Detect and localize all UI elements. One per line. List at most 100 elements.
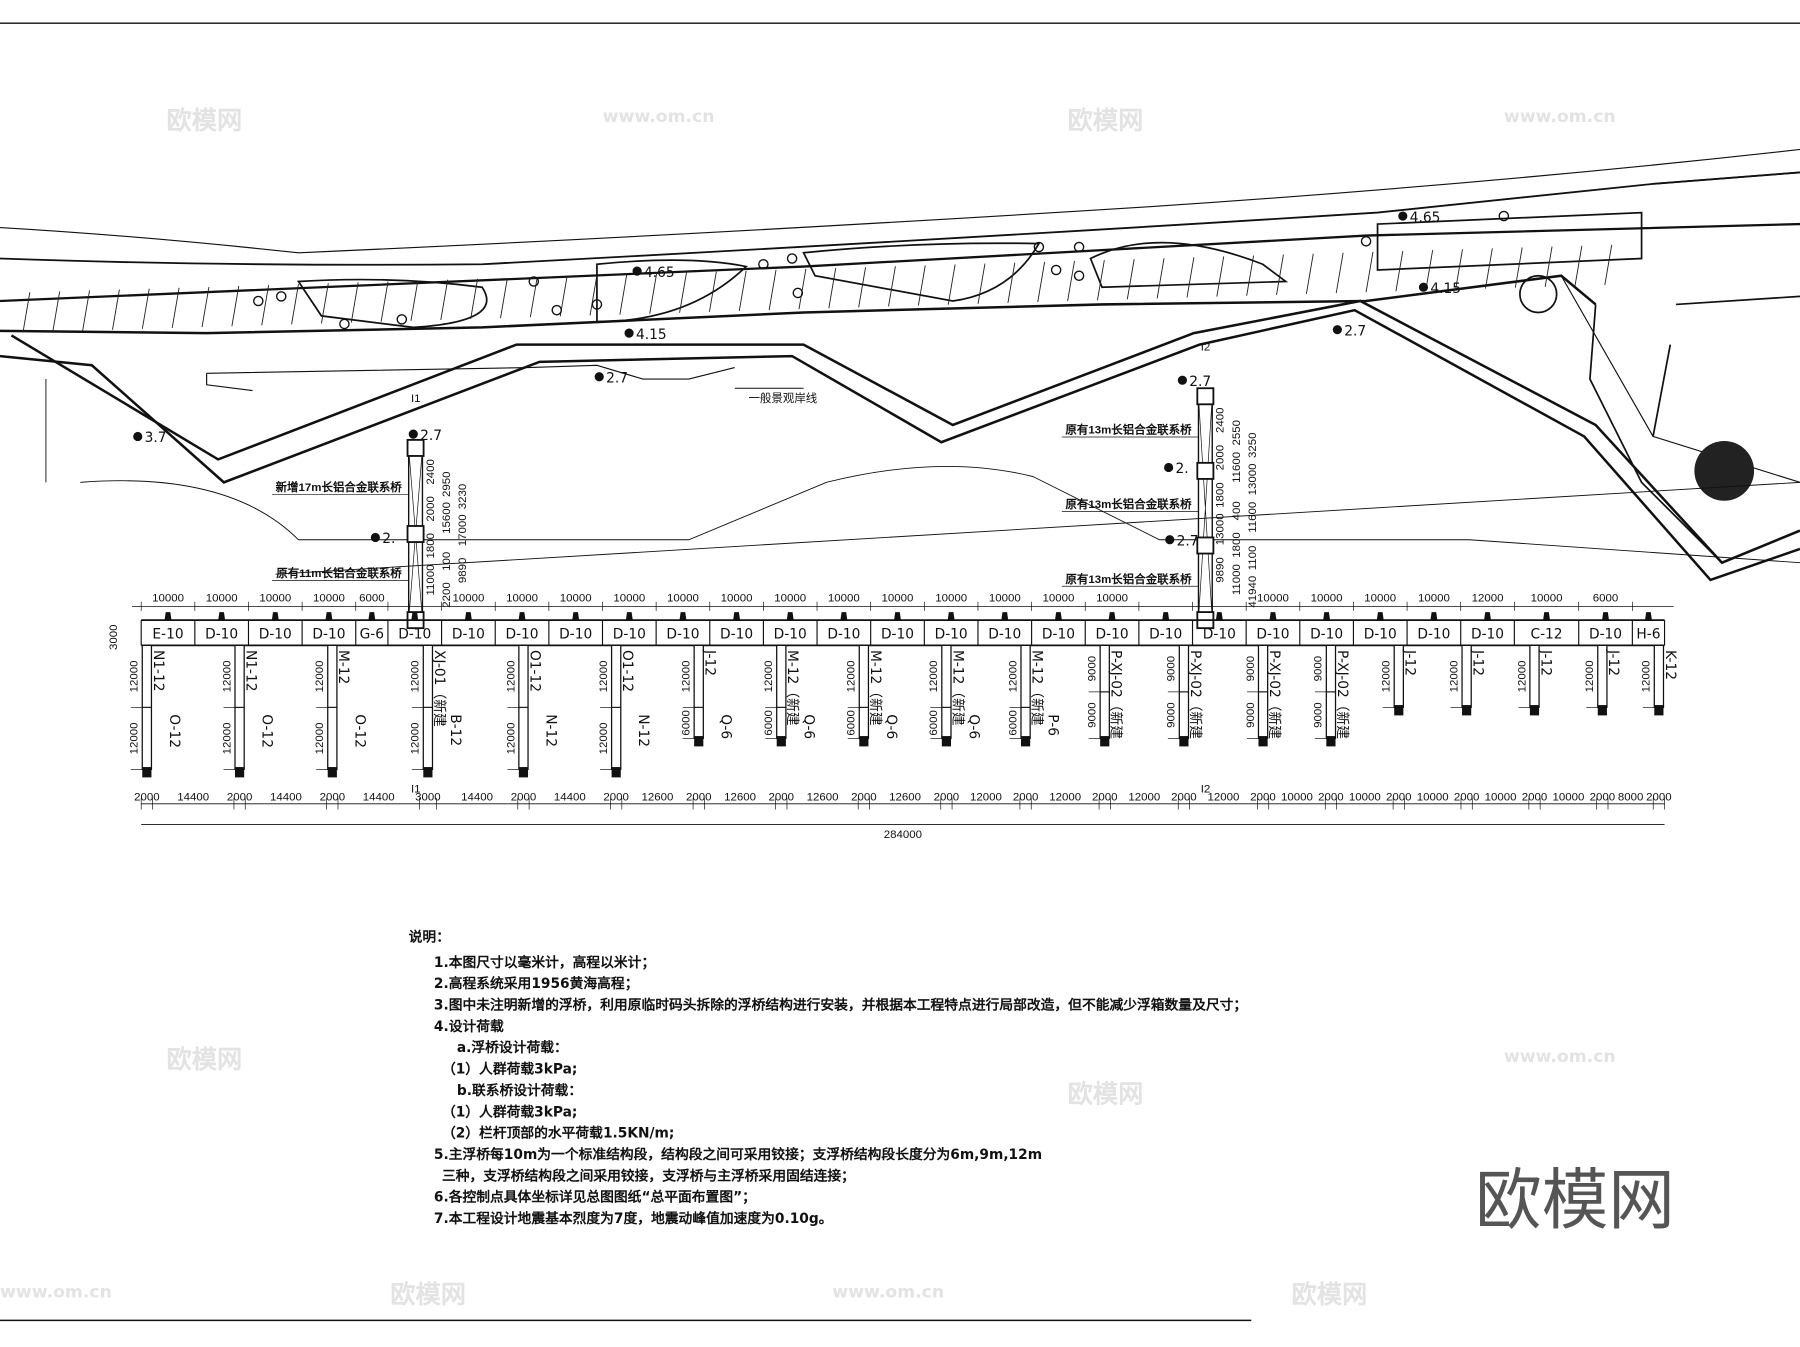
branch-end-cleat-icon: [142, 767, 152, 778]
cleat-icon: [1645, 612, 1652, 621]
bottom-dim: 3000: [415, 791, 441, 803]
hatch-line: [82, 290, 90, 331]
elevation-value: 2.7: [606, 370, 628, 386]
cleat-icon: [1323, 612, 1331, 621]
branch-dim: 12000: [221, 722, 233, 754]
pontoon-segment-label: D-10: [205, 626, 238, 642]
hatch-line: [1425, 250, 1434, 291]
elevation-marker-icon: [1165, 535, 1175, 545]
cleat-icon: [840, 612, 848, 621]
branch-upper-label: P-XJ-02（新建: [1266, 650, 1282, 739]
branch-dim: 12000: [598, 660, 610, 692]
branch-dim: 12000: [1516, 660, 1528, 692]
cleat-icon: [1484, 612, 1491, 621]
hatch-line: [589, 275, 598, 316]
branch-end-cleat-icon: [1462, 705, 1472, 716]
branch-dim: 12000: [129, 660, 141, 692]
bottom-dim: 2000: [1250, 791, 1276, 803]
branch-end-cleat-icon: [234, 767, 245, 778]
hatch-line: [708, 271, 717, 312]
connector-dim: 2400: [1215, 407, 1227, 433]
branch-end-cleat-icon: [1654, 705, 1664, 716]
cleat-icon: [1430, 612, 1438, 621]
branch-upper-label: P-XJ-02（新建: [1334, 650, 1350, 739]
branch-lower-label: N-12: [542, 714, 558, 747]
pontoon-segment-label: D-10: [1096, 626, 1129, 642]
cleat-icon: [518, 612, 526, 621]
hatch-line: [977, 263, 986, 304]
pontoon-segment-label: D-10: [1589, 626, 1622, 642]
bollard-icon: [275, 291, 287, 302]
hatch-line: [649, 273, 658, 314]
hatch-line: [888, 266, 896, 307]
pontoon-segment-label: D-10: [259, 626, 292, 642]
elevation-marker-icon: [594, 372, 604, 382]
note-item: 1.本图尺寸以毫米计，高程以米计；: [434, 954, 655, 971]
hatch-line: [1544, 246, 1553, 287]
bottom-dim: 2000: [603, 791, 629, 803]
connector-dim: 100: [441, 552, 453, 571]
elevation-value: 4.65: [1410, 210, 1441, 226]
top-dim: 12000: [1472, 593, 1504, 605]
support-box: [1196, 536, 1215, 555]
branch-end-cleat-icon: [611, 767, 621, 778]
branch-lower-label: B-12: [447, 714, 463, 746]
elevation-value: 2.7: [1344, 323, 1366, 339]
shore-line-label: 一般景观岸线: [748, 391, 817, 405]
watermark-site: www.om.cn: [603, 107, 715, 127]
bottom-dim: 12600: [642, 791, 674, 803]
cleat-icon: [947, 612, 955, 621]
bottom-dim: 2000: [1454, 791, 1480, 803]
branch-dim: 12000: [1007, 660, 1019, 692]
branch-dim: 6000: [1007, 710, 1019, 736]
branch-upper-label: O1-12: [526, 650, 542, 692]
bottom-dim: 2000: [1318, 791, 1344, 803]
cleat-icon: [164, 612, 172, 621]
connector-dim: 41940: [1247, 576, 1259, 608]
bottom-dim: 14400: [363, 791, 395, 803]
hatch-line: [141, 288, 150, 329]
cleat-icon: [679, 612, 687, 621]
branch-upper-label: J-12: [1470, 649, 1486, 676]
bottom-dim: 2000: [1590, 791, 1616, 803]
branch-dim: 9000: [1313, 702, 1325, 728]
top-dim: 10000: [935, 593, 967, 605]
branch-end-cleat-icon: [423, 767, 433, 778]
hatch-line: [380, 281, 389, 322]
branch-end-cleat-icon: [327, 767, 337, 778]
bottom-dim: 2000: [1013, 791, 1039, 803]
bottom-dim: 10000: [1485, 791, 1517, 803]
watermark-brand: 欧模网: [390, 1280, 466, 1309]
bottom-dim: 10000: [1281, 791, 1313, 803]
hatch-line: [171, 287, 180, 329]
pontoon-segment-label: H-6: [1636, 626, 1660, 642]
bollard-icon: [786, 253, 798, 264]
branch-upper-label: O1-12: [619, 650, 635, 692]
support-box: [406, 438, 425, 457]
cleat-icon: [894, 612, 901, 621]
branch-dim: 6000: [846, 710, 858, 736]
branch-dim: 6000: [681, 710, 693, 736]
cleat-icon: [271, 612, 279, 621]
bollard-icon: [1033, 241, 1045, 253]
bollard-icon: [1073, 241, 1085, 253]
hatch-line: [1365, 251, 1374, 293]
elevation-marker-icon: [133, 431, 143, 442]
connector-dim: 400: [1231, 501, 1243, 520]
pontoon-segment-label: D-10: [613, 626, 646, 642]
bollard-icon: [758, 258, 769, 270]
elevation-value: 2.: [382, 531, 395, 547]
hatch-line: [470, 278, 479, 320]
bottom-dim: 12000: [970, 791, 1002, 803]
bottom-dim: 14400: [554, 791, 586, 803]
connector-label: 原有13m长铝合金联系桥: [1065, 497, 1192, 511]
watermark-site: www.om.cn: [1504, 1047, 1616, 1067]
top-dim: 10000: [206, 593, 238, 605]
note-item: 2.高程系统采用1956黄海高程；: [434, 975, 639, 992]
branch-dim: 12000: [410, 660, 422, 692]
bottom-dim: 10000: [1552, 791, 1584, 803]
bollard-icon: [253, 295, 264, 307]
bottom-dim: 12600: [889, 791, 921, 803]
